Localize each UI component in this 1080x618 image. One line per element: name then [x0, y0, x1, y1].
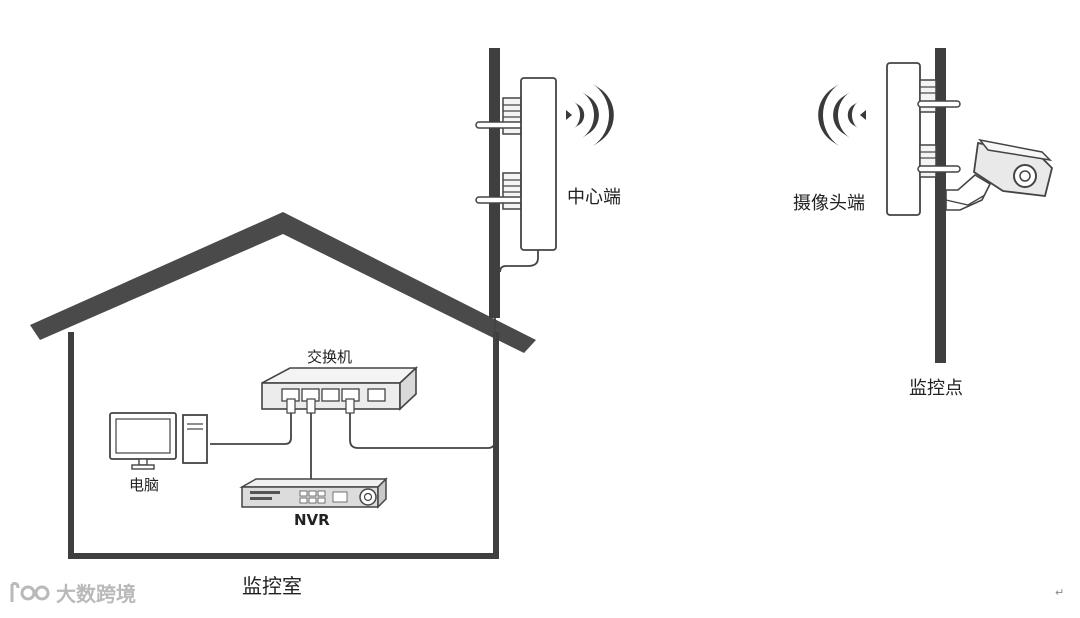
computer-tower: [182, 414, 208, 464]
switch-device: [261, 366, 419, 414]
cpe-camera-body: [886, 62, 921, 216]
camera-icon: [945, 138, 1053, 211]
pole-left: [489, 48, 500, 318]
cpe-central-body: [520, 77, 557, 251]
switch-port-3: [321, 388, 340, 402]
label-camera-end: 摄像头端: [793, 193, 865, 214]
label-central-end: 中心端: [567, 187, 621, 208]
wifi-signal-left-icon: [818, 84, 866, 146]
house-roof: [30, 212, 536, 353]
label-computer: 电脑: [129, 476, 160, 494]
watermark-text: 大数跨境: [56, 582, 136, 606]
switch-port-5: [367, 388, 386, 402]
label-monitor-point: 监控点: [909, 378, 963, 399]
watermark: 大数跨境: [8, 578, 136, 607]
label-switch: 交换机: [307, 348, 353, 366]
cpe-central: [475, 77, 557, 273]
wifi-signal-right-icon: [566, 84, 614, 146]
computer-device: [109, 412, 208, 470]
watermark-logo-icon: [10, 581, 50, 602]
cpe-camera: [886, 62, 961, 216]
pole-right: [935, 48, 946, 363]
nvr-device: [239, 477, 388, 509]
label-monitor-room: 监控室: [242, 574, 302, 598]
house-walls: [68, 332, 499, 559]
ethernet-cables: [210, 318, 496, 486]
label-nvr: NVR: [294, 511, 330, 529]
house: [30, 212, 536, 559]
paragraph-mark: ↵: [1055, 586, 1065, 599]
